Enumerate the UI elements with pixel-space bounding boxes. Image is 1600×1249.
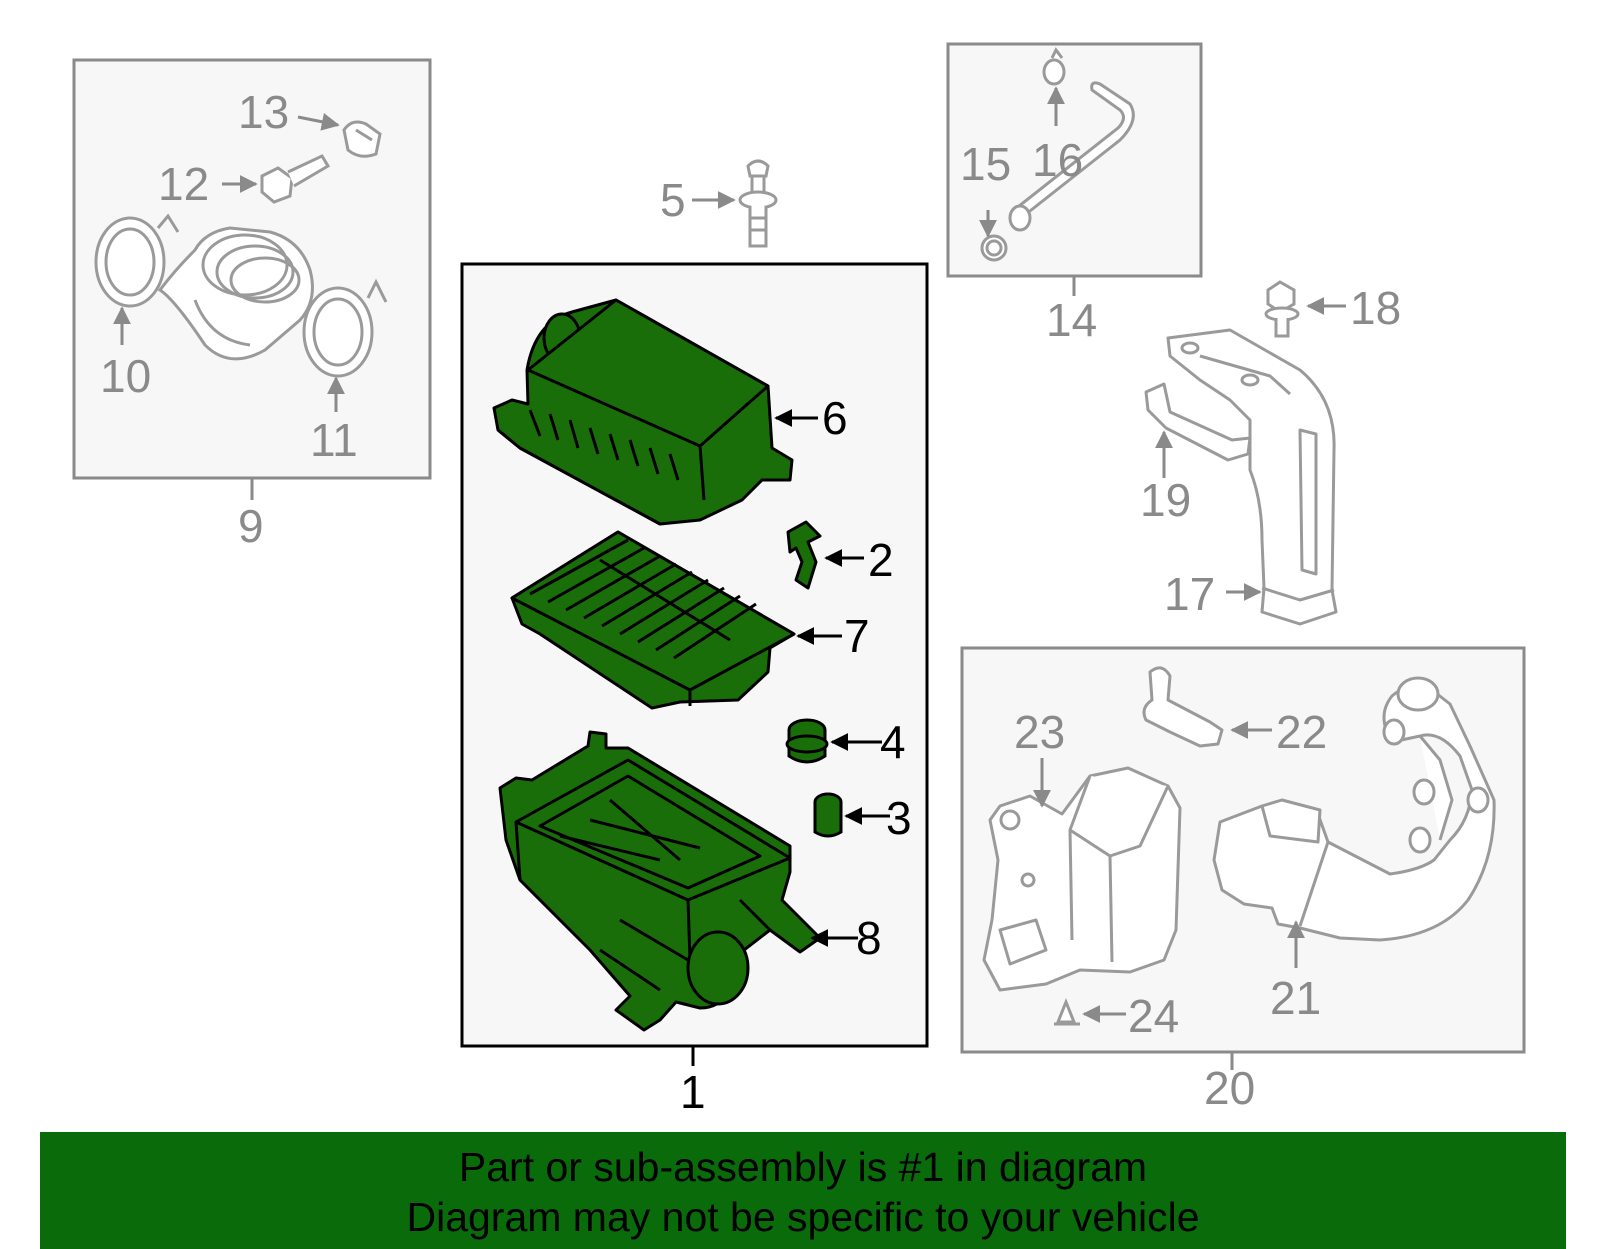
callout-14: 14 xyxy=(1046,294,1097,346)
callout-19: 19 xyxy=(1140,474,1191,526)
callout-22: 22 xyxy=(1276,706,1327,758)
callout-5: 5 xyxy=(660,174,686,226)
pin-24-part[interactable] xyxy=(1054,997,1080,1026)
grommet-4-part[interactable] xyxy=(785,718,829,764)
callout-8: 8 xyxy=(856,912,882,964)
callout-1: 1 xyxy=(680,1066,706,1118)
callout-7: 7 xyxy=(844,610,870,662)
bolt-12-part[interactable] xyxy=(260,154,331,204)
banner-line-2: Diagram may not be specific to your vehi… xyxy=(406,1194,1200,1240)
leader-13 xyxy=(297,112,340,131)
callout-20: 20 xyxy=(1204,1062,1255,1114)
callout-23: 23 xyxy=(1014,706,1065,758)
callout-6: 6 xyxy=(822,392,848,444)
resonator-23-part[interactable] xyxy=(982,766,1182,992)
banner-line-1: Part or sub-assembly is #1 in diagram xyxy=(458,1144,1148,1190)
callout-11: 11 xyxy=(310,414,358,466)
upper-cover-6-part[interactable] xyxy=(492,298,794,526)
callout-18: 18 xyxy=(1350,282,1401,334)
callout-4: 4 xyxy=(880,716,906,768)
callout-24: 24 xyxy=(1128,990,1179,1042)
clamp-16-part[interactable] xyxy=(1042,47,1066,86)
filter-element-7-part[interactable] xyxy=(510,530,796,710)
air-duct-21-part[interactable] xyxy=(1212,676,1496,942)
callout-12: 12 xyxy=(158,158,209,210)
callout-21: 21 xyxy=(1270,972,1321,1024)
bushing-3-part[interactable] xyxy=(813,792,843,838)
notice-banner: Part or sub-assembly is #1 in diagram Di… xyxy=(40,1132,1566,1249)
bracket-2-part[interactable] xyxy=(786,520,822,590)
intake-duct-17-part[interactable] xyxy=(1166,328,1338,626)
clip-13-part[interactable] xyxy=(342,120,382,158)
hose-22-part[interactable] xyxy=(1142,666,1224,748)
clamp-15-part[interactable] xyxy=(980,234,1008,262)
callout-13: 13 xyxy=(238,86,289,138)
bolt-5-part[interactable] xyxy=(738,159,778,248)
callout-15: 15 xyxy=(960,138,1011,190)
callout-9: 9 xyxy=(238,500,264,552)
bracket-19-part[interactable] xyxy=(1144,382,1252,462)
lower-housing-8-part[interactable] xyxy=(498,730,822,1032)
callout-10: 10 xyxy=(100,350,151,402)
bolt-18-part[interactable] xyxy=(1264,280,1300,338)
callout-2: 2 xyxy=(868,534,894,586)
breather-hose-part[interactable] xyxy=(1008,81,1135,232)
callout-16: 16 xyxy=(1032,134,1083,186)
throttle-body-part[interactable] xyxy=(94,213,388,378)
callout-3: 3 xyxy=(886,792,912,844)
callout-17: 17 xyxy=(1164,568,1215,620)
